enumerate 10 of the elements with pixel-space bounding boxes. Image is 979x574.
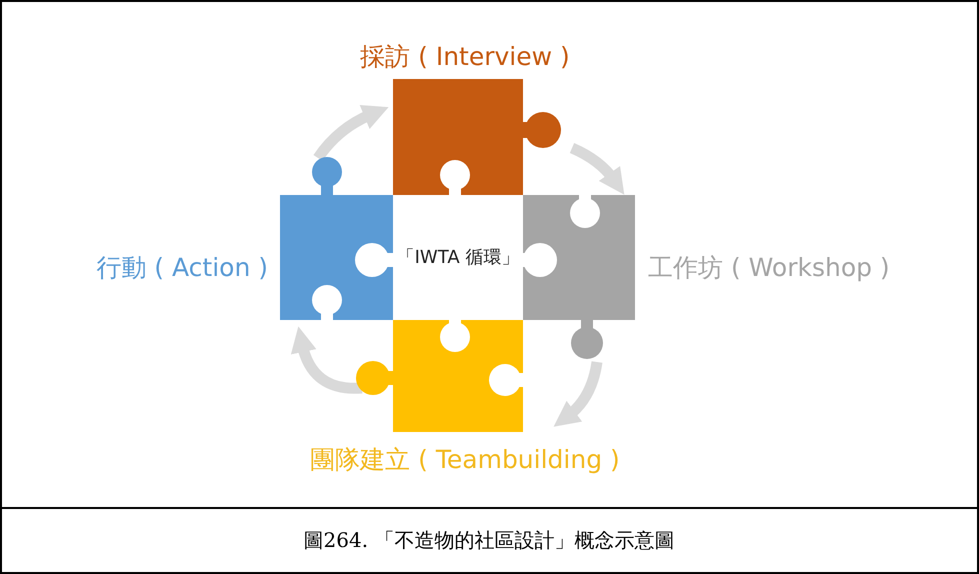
center-label: 「IWTA 循環」	[396, 246, 520, 270]
curved-arrow	[570, 142, 625, 194]
piece-label: 採訪 ( Interview )	[360, 41, 570, 73]
piece-label: 團隊建立 ( Teambuilding )	[310, 444, 620, 476]
piece-label: 行動 ( Action )	[96, 252, 268, 284]
figure-caption: 圖264. 「不造物的社區設計」概念示意圖	[304, 527, 674, 554]
curved-arrow	[291, 326, 362, 394]
piece-label: 工作坊 ( Workshop )	[648, 252, 890, 284]
curved-arrow	[314, 105, 388, 162]
curved-arrow	[554, 361, 602, 428]
